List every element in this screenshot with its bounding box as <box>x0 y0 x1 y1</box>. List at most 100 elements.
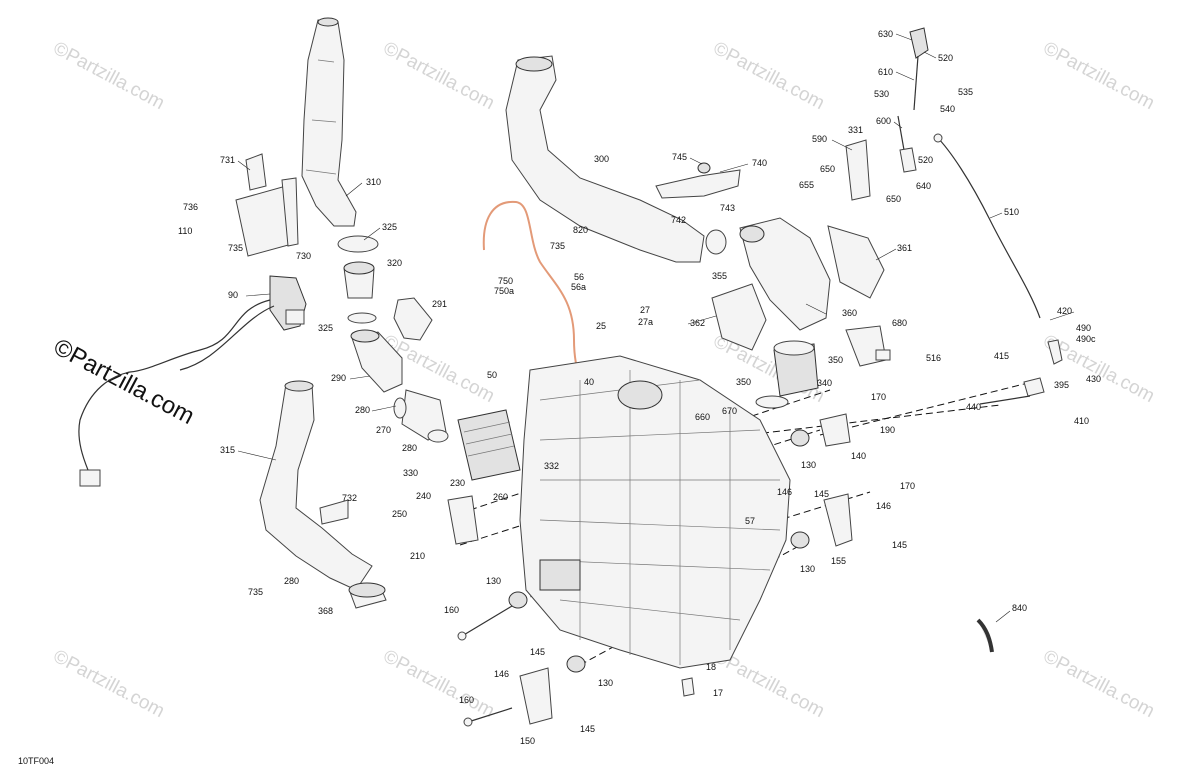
part-label: 130 <box>486 576 501 586</box>
part-label: 415 <box>994 351 1009 361</box>
part-label: 320 <box>387 258 402 268</box>
part-label: 170 <box>871 392 886 402</box>
part-label: 520 <box>918 155 933 165</box>
part-label: 420 <box>1057 306 1072 316</box>
part-label: 146 <box>494 669 509 679</box>
bracket-732 <box>319 499 349 525</box>
mount-150 <box>519 667 553 725</box>
part-label: 40 <box>584 377 594 387</box>
part-label: 160 <box>459 695 474 705</box>
clamp-325-a <box>337 235 379 253</box>
part-label: 56 <box>574 272 584 282</box>
hose-840 <box>976 618 994 653</box>
part-label: 735 <box>228 243 243 253</box>
panel-361 <box>827 225 885 299</box>
part-label: 240 <box>416 491 431 501</box>
part-label: 650 <box>820 164 835 174</box>
part-label: 27 <box>640 305 650 315</box>
clamp-355 <box>705 229 727 255</box>
panel-362 <box>711 283 767 351</box>
watermark: ©Partzilla.com <box>1040 646 1158 722</box>
part-label: 90 <box>228 290 238 300</box>
part-label: 360 <box>842 308 857 318</box>
rubber-mount-130-d <box>566 655 586 673</box>
part-label: 27a <box>638 317 653 327</box>
intake-duct-310 <box>301 17 357 227</box>
part-label: 280 <box>284 576 299 586</box>
intake-duct-315 <box>259 380 373 591</box>
ring-368 <box>348 582 387 609</box>
part-label: 330 <box>403 468 418 478</box>
part-label: 50 <box>487 370 497 380</box>
part-label: 155 <box>831 556 846 566</box>
part-label: 130 <box>801 460 816 470</box>
sensor-17 <box>681 677 695 697</box>
watermark-main: ©Partzilla.com <box>49 333 199 430</box>
part-label: 510 <box>1004 207 1019 217</box>
part-label: 140 <box>851 451 866 461</box>
part-label: 655 <box>799 180 814 190</box>
watermark: ©Partzilla.com <box>50 646 168 722</box>
part-label: 110 <box>178 226 192 236</box>
part-label: 535 <box>958 87 973 97</box>
boot-270 <box>393 389 449 443</box>
part-label: 145 <box>892 540 907 550</box>
mount-230 <box>447 495 479 545</box>
part-label: 331 <box>848 125 863 135</box>
part-label: 190 <box>880 425 895 435</box>
part-label: 530 <box>874 89 889 99</box>
part-label: 310 <box>366 177 381 187</box>
part-label: 325 <box>382 222 397 232</box>
bolt-160-a <box>457 605 513 641</box>
part-label: 660 <box>695 412 710 422</box>
part-label: 350 <box>828 355 843 365</box>
duct-291 <box>393 297 433 341</box>
bracket-740 <box>655 162 741 199</box>
part-label: 325 <box>318 323 333 333</box>
watermark: ©Partzilla.com <box>710 38 828 114</box>
part-label: 742 <box>671 215 686 225</box>
part-label: 516 <box>926 353 941 363</box>
part-label: 145 <box>814 489 829 499</box>
oil-cooler-50 <box>457 409 521 481</box>
lever-630 <box>845 27 929 201</box>
part-label: 840 <box>1012 603 1027 613</box>
linkage-490 <box>979 339 1063 405</box>
part-label: 146 <box>777 487 792 497</box>
part-label: 280 <box>355 405 370 415</box>
part-label: 362 <box>690 318 705 328</box>
part-label: 145 <box>530 647 545 657</box>
part-label: 57 <box>745 516 755 526</box>
diagram-code: 10TF004 <box>18 756 54 766</box>
part-label: 145 <box>580 724 595 734</box>
part-label: 25 <box>596 321 606 331</box>
duct-290 <box>350 329 403 393</box>
part-label: 490 <box>1076 323 1091 333</box>
part-label: 361 <box>897 243 912 253</box>
part-label: 430 <box>1086 374 1101 384</box>
part-label: 350 <box>736 377 751 387</box>
part-label: 740 <box>752 158 767 168</box>
part-label: 340 <box>817 378 832 388</box>
bolt-160-b <box>463 707 513 727</box>
throttle-valve-90 <box>78 275 307 487</box>
part-label: 250 <box>392 509 407 519</box>
coupler-320 <box>343 261 375 299</box>
bracket-680 <box>845 325 891 367</box>
part-label: 56a <box>571 282 586 292</box>
part-label: 290 <box>331 373 346 383</box>
part-label: 160 <box>444 605 459 615</box>
duct-360 <box>739 217 831 331</box>
watermark: ©Partzilla.com <box>380 38 498 114</box>
part-label: 440 <box>966 402 981 412</box>
part-label: 230 <box>450 478 465 488</box>
filter-340 <box>773 340 819 397</box>
watermark: ©Partzilla.com <box>1040 38 1158 114</box>
part-label: 731 <box>220 155 235 165</box>
part-label: 210 <box>410 551 425 561</box>
part-label: 820 <box>573 225 588 235</box>
part-label: 332 <box>544 461 559 471</box>
part-label: 540 <box>940 104 955 114</box>
part-label: 410 <box>1074 416 1089 426</box>
